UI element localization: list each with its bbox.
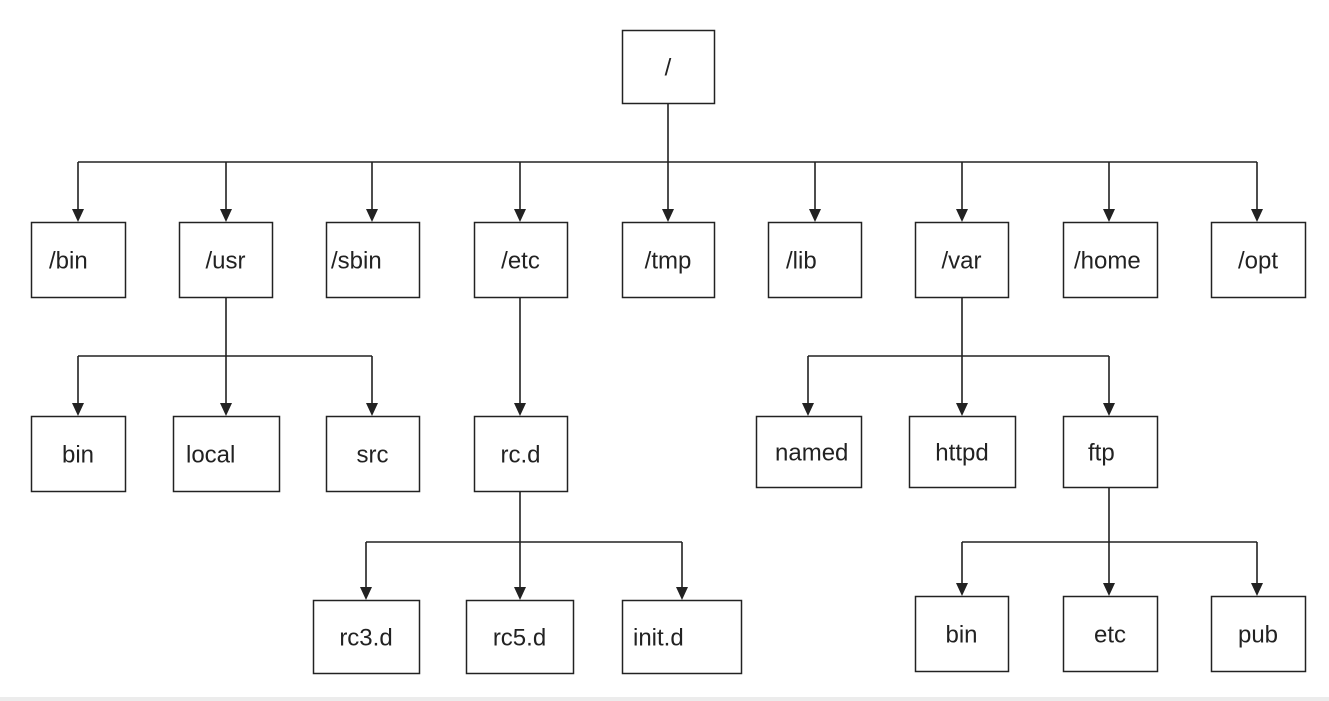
- node-named: named: [755, 415, 863, 489]
- node-box: [312, 599, 421, 675]
- node-box: [1062, 221, 1159, 299]
- node-label: etc: [1094, 622, 1126, 649]
- node-initd: init.d: [621, 599, 743, 675]
- node-label: rc5.d: [493, 625, 546, 652]
- node-box: [172, 415, 281, 493]
- node-box: [325, 415, 421, 493]
- arrowhead-etc: [514, 209, 526, 222]
- arrowhead-ftp: [1103, 403, 1115, 416]
- arrowhead-rcd: [514, 403, 526, 416]
- node-box: [1210, 595, 1307, 673]
- node-label: /etc: [501, 248, 540, 275]
- node-label: /bin: [49, 248, 88, 275]
- node-label: bin: [62, 442, 94, 469]
- node-ftp-bin: bin: [914, 595, 1010, 673]
- bottom-divider: [0, 697, 1329, 701]
- node-label: /opt: [1238, 248, 1278, 275]
- node-root: /: [621, 29, 716, 105]
- node-label: init.d: [633, 625, 684, 652]
- node-box: [30, 415, 127, 493]
- tree-nodes: / /bin/usr/sbin/etc/tmp/lib/var/home/opt b…: [30, 29, 1307, 675]
- arrowhead-bin: [72, 209, 84, 222]
- node-box: [465, 599, 575, 675]
- node-label: rc.d: [500, 442, 540, 469]
- node-box: [325, 221, 421, 299]
- tree-connectors: [72, 103, 1263, 600]
- node-box: [755, 415, 863, 489]
- node-ftp: ftp: [1062, 415, 1159, 489]
- node-box: [914, 221, 1010, 299]
- node-label: /sbin: [331, 248, 382, 275]
- node-tmp: /tmp: [621, 221, 716, 299]
- arrowhead-httpd: [956, 403, 968, 416]
- arrowhead-ftp_etc: [1103, 583, 1115, 596]
- node-usr-local: local: [172, 415, 281, 493]
- arrowhead-usr: [220, 209, 232, 222]
- arrowhead-tmp: [662, 209, 674, 222]
- node-opt: /opt: [1210, 221, 1307, 299]
- node-httpd: httpd: [908, 415, 1017, 489]
- node-usr-bin: bin: [30, 415, 127, 493]
- arrowhead-sbin: [366, 209, 378, 222]
- node-home: /home: [1062, 221, 1159, 299]
- node-label: /tmp: [645, 248, 692, 275]
- node-label: src: [357, 442, 389, 469]
- arrowhead-var: [956, 209, 968, 222]
- arrowhead-ftp_bin: [956, 583, 968, 596]
- node-box: [621, 221, 716, 299]
- node-box: [914, 595, 1010, 673]
- node-lib: /lib: [767, 221, 863, 299]
- node-sbin: /sbin: [325, 221, 421, 299]
- node-label: local: [186, 442, 235, 469]
- arrowhead-opt: [1251, 209, 1263, 222]
- node-label: /var: [941, 248, 981, 275]
- node-bin: /bin: [30, 221, 127, 299]
- node-rc5d: rc5.d: [465, 599, 575, 675]
- node-usr: /usr: [178, 221, 274, 299]
- arrowhead-usr_bin: [72, 403, 84, 416]
- node-label: /: [665, 55, 672, 82]
- node-box: [473, 415, 569, 493]
- node-etc: /etc: [473, 221, 569, 299]
- node-box: [767, 221, 863, 299]
- arrowhead-usr_local: [220, 403, 232, 416]
- node-box: [1062, 415, 1159, 489]
- node-usr-src: src: [325, 415, 421, 493]
- node-box: [621, 599, 743, 675]
- node-label: /lib: [786, 248, 817, 275]
- node-label: /home: [1074, 248, 1141, 275]
- node-box: [178, 221, 274, 299]
- node-label: /usr: [205, 248, 245, 275]
- node-box: [908, 415, 1017, 489]
- node-rc3d: rc3.d: [312, 599, 421, 675]
- node-label: named: [775, 440, 848, 467]
- arrowhead-rc5d: [514, 587, 526, 600]
- node-rcd: rc.d: [473, 415, 569, 493]
- arrowhead-lib: [809, 209, 821, 222]
- node-box: [473, 221, 569, 299]
- node-var: /var: [914, 221, 1010, 299]
- node-box: [30, 221, 127, 299]
- node-label: httpd: [935, 440, 988, 467]
- node-label: ftp: [1088, 440, 1115, 467]
- node-label: bin: [945, 622, 977, 649]
- node-box: [1062, 595, 1159, 673]
- node-box: [621, 29, 716, 105]
- node-label: rc3.d: [339, 625, 392, 652]
- node-box: [1210, 221, 1307, 299]
- arrowhead-home: [1103, 209, 1115, 222]
- arrowhead-usr_src: [366, 403, 378, 416]
- node-ftp-pub: pub: [1210, 595, 1307, 673]
- arrowhead-rc3d: [360, 587, 372, 600]
- node-ftp-etc: etc: [1062, 595, 1159, 673]
- arrowhead-initd: [676, 587, 688, 600]
- node-label: pub: [1238, 622, 1278, 649]
- arrowhead-ftp_pub: [1251, 583, 1263, 596]
- arrowhead-named: [802, 403, 814, 416]
